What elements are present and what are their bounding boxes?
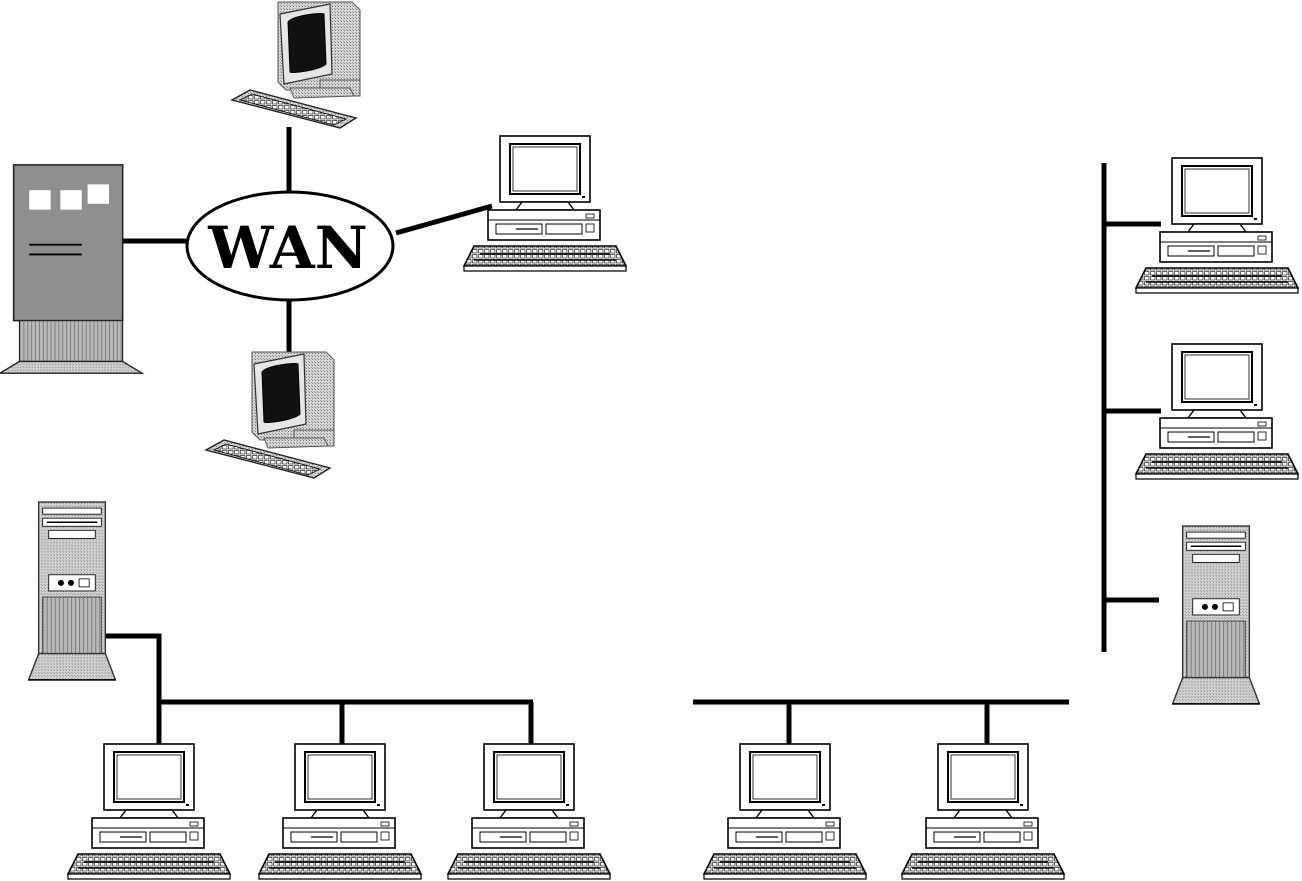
mainframe-server-icon (0, 163, 144, 375)
link-wan-desktop (395, 203, 493, 236)
desktop-computer-lan-middle-2-icon (901, 743, 1065, 880)
crt-terminal-bottom-icon (205, 351, 335, 479)
link-tower-to-bus (106, 633, 162, 744)
desktop-computer-wan-icon (463, 135, 627, 272)
desktop-computer-lan-left-3-icon (447, 743, 611, 880)
crt-terminal-top-icon (231, 1, 361, 129)
desktop-computer-lan-left-1-icon (67, 743, 231, 880)
wan-label: WAN (207, 214, 367, 282)
tower-computer-right-icon (1171, 525, 1261, 705)
desktop-computer-lan-middle-1-icon (703, 743, 867, 880)
desktop-computer-lan-left-2-icon (258, 743, 422, 880)
network-links (106, 127, 1161, 746)
wan-ellipse (185, 190, 395, 302)
wan-node: WAN (185, 190, 395, 302)
tower-computer-left-icon (27, 501, 117, 681)
